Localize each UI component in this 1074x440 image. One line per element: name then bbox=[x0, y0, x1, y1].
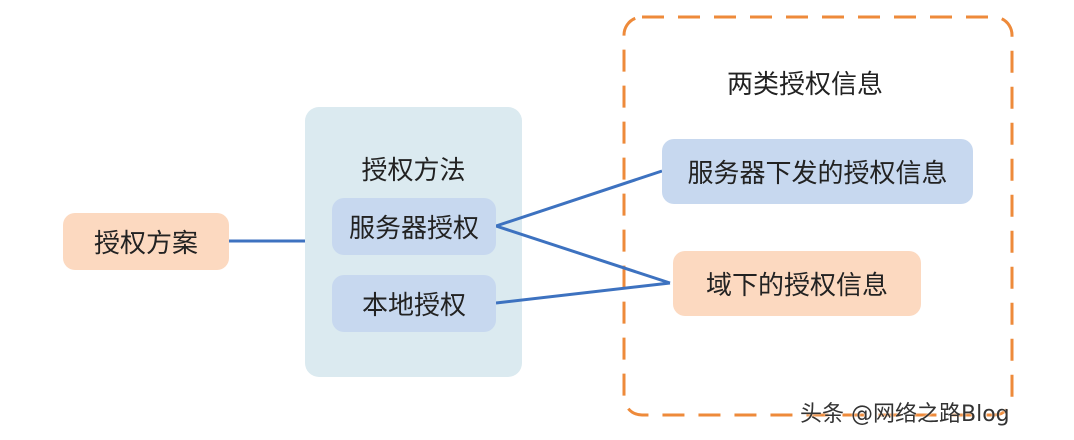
info-server-node: 服务器下发的授权信息 bbox=[662, 139, 973, 204]
method-server-label: 服务器授权 bbox=[348, 214, 479, 244]
info-group-dashed-border bbox=[622, 15, 1014, 417]
root-node: 授权方案 bbox=[63, 213, 229, 270]
watermark: 头条 @网络之路Blog bbox=[800, 402, 1010, 427]
info-domain-label: 域下的授权信息 bbox=[705, 271, 888, 301]
root-node-label: 授权方案 bbox=[93, 229, 198, 259]
info-server-label: 服务器下发的授权信息 bbox=[687, 159, 948, 189]
connector-local-to-domain-info bbox=[495, 281, 671, 305]
methods-title: 授权方法 bbox=[361, 156, 466, 186]
method-server-node: 服务器授权 bbox=[332, 198, 496, 255]
info-title: 两类授权信息 bbox=[726, 70, 883, 100]
method-local-label: 本地授权 bbox=[361, 291, 466, 321]
connector-server-to-domain-info bbox=[495, 224, 671, 285]
connector-server-to-server-info bbox=[495, 169, 663, 228]
info-domain-node: 域下的授权信息 bbox=[673, 251, 921, 316]
method-local-node: 本地授权 bbox=[332, 275, 496, 332]
